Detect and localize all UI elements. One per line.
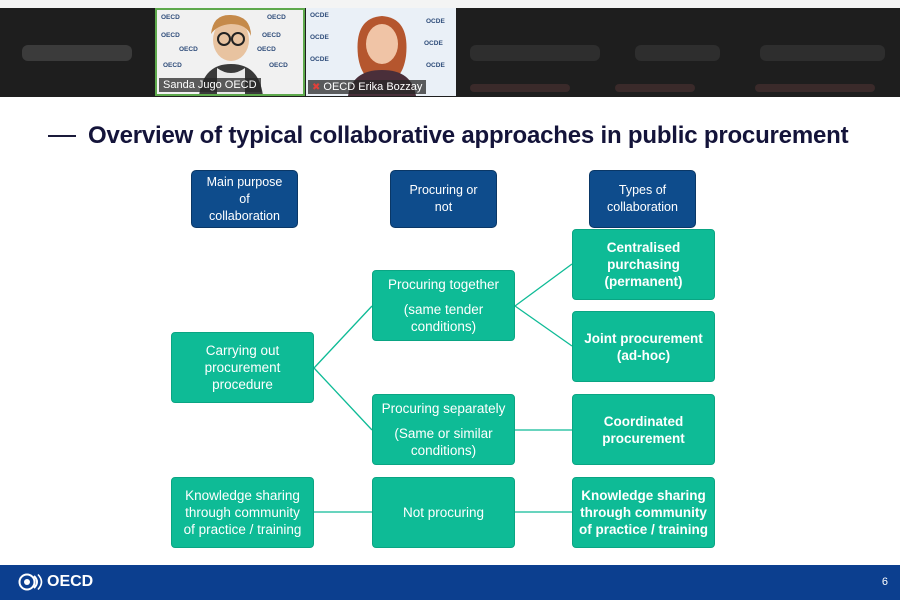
- participant-tile-2[interactable]: OCDE OCDE OCDE OCDE OCDE OCDE ✖OECD Erik…: [306, 8, 456, 96]
- node-knowledge-sharing-right: Knowledge sharing through community of p…: [572, 477, 715, 548]
- connector-line: [313, 367, 373, 431]
- node-procuring-separately: Procuring separately (Same or similar co…: [372, 394, 515, 465]
- blurred-participant: [635, 45, 720, 61]
- node-text: (same tender: [403, 302, 484, 317]
- node-text: Main purpose: [206, 174, 283, 189]
- node-text: (ad-hoc): [616, 347, 671, 363]
- node-text: procedure: [212, 377, 273, 392]
- node-coordinated-procurement: Coordinated procurement: [572, 394, 715, 465]
- node-centralised-purchasing: Centralised purchasing (permanent): [572, 229, 715, 300]
- window-edge: [0, 0, 900, 8]
- header-procuring-or-not: Procuring or not: [390, 170, 497, 228]
- watermark: OECD: [262, 32, 281, 39]
- watermark: OECD: [161, 14, 180, 21]
- node-text: of: [239, 191, 250, 206]
- node-text: Joint procurement: [584, 330, 703, 346]
- node-not-procuring: Not procuring: [372, 477, 515, 548]
- node-text: collaboration: [209, 208, 280, 223]
- blurred-participant-label: [615, 84, 695, 92]
- node-text: Procuring together: [387, 277, 500, 292]
- node-joint-procurement: Joint procurement (ad-hoc): [572, 311, 715, 382]
- node-text: through community: [580, 505, 707, 520]
- node-text: Coordinated: [603, 413, 684, 429]
- participant-name-tag: Sanda Jugo OECD: [159, 78, 261, 92]
- watermark: OECD: [257, 46, 276, 53]
- node-text: through community: [185, 505, 300, 520]
- blurred-participant-label: [470, 84, 570, 92]
- blurred-participant-label: [755, 84, 875, 92]
- header-types-of-collaboration: Types of collaboration: [589, 170, 696, 228]
- node-text: Types of: [618, 183, 667, 197]
- header-main-purpose: Main purpose of collaboration: [191, 170, 298, 228]
- node-text: of practice / training: [578, 522, 709, 537]
- watermark: OCDE: [424, 40, 443, 47]
- node-text: conditions): [410, 319, 477, 334]
- node-text: Not procuring: [402, 505, 485, 520]
- blurred-participant: [470, 45, 600, 61]
- connector-line: [514, 305, 573, 347]
- node-text: conditions): [410, 443, 477, 458]
- oecd-logo-text: OECD: [47, 573, 94, 590]
- node-procuring-together: Procuring together (same tender conditio…: [372, 270, 515, 341]
- blurred-participant: [760, 45, 885, 61]
- node-text: Procuring or: [409, 183, 478, 197]
- node-text: Carrying out: [205, 343, 280, 358]
- watermark: OECD: [179, 46, 198, 53]
- node-knowledge-sharing-left: Knowledge sharing through community of p…: [171, 477, 314, 548]
- participant-name: OECD Erika Bozzay: [323, 81, 423, 93]
- connector-line: [313, 305, 373, 369]
- watermark: OCDE: [426, 62, 445, 69]
- mic-muted-icon: ✖: [312, 82, 321, 93]
- video-strip: OECD OECD OECD OECD OECD OECD OECD OECD …: [0, 0, 900, 97]
- node-text: of practice / training: [183, 522, 302, 537]
- oecd-logo-icon: [18, 573, 43, 591]
- watermark: OECD: [163, 62, 182, 69]
- node-carrying-out-procurement: Carrying out procurement procedure: [171, 332, 314, 403]
- slide-title: Overview of typical collaborative approa…: [48, 120, 888, 152]
- oecd-logo: OECD: [18, 573, 93, 591]
- node-text: procurement: [204, 360, 281, 375]
- node-text: Knowledge sharing: [185, 488, 300, 503]
- blurred-participant: [22, 45, 132, 61]
- watermark: OECD: [267, 14, 286, 21]
- node-text: Procuring separately: [381, 401, 506, 416]
- node-text: procurement: [602, 430, 685, 446]
- node-text: Knowledge sharing: [581, 488, 706, 503]
- participant-name: Sanda Jugo OECD: [163, 79, 257, 91]
- watermark: OECD: [269, 62, 288, 69]
- title-dash: [48, 135, 76, 137]
- participant-tile-1[interactable]: OECD OECD OECD OECD OECD OECD OECD OECD …: [155, 8, 305, 96]
- watermark: OCDE: [310, 56, 329, 63]
- participant-name-tag: ✖OECD Erika Bozzay: [308, 80, 427, 94]
- watermark: OECD: [161, 32, 180, 39]
- watermark: OCDE: [310, 12, 329, 19]
- node-text: (Same or similar: [394, 426, 493, 441]
- node-text: purchasing: [607, 257, 680, 272]
- node-text: not: [434, 200, 453, 214]
- node-text: (permanent): [604, 274, 683, 289]
- page-number: 6: [881, 576, 888, 588]
- watermark: OCDE: [426, 18, 445, 25]
- watermark: OCDE: [310, 34, 329, 41]
- node-text: collaboration: [607, 200, 678, 214]
- node-text: Centralised: [606, 240, 681, 255]
- slide-footer: OECD 6: [0, 565, 900, 600]
- slide-title-text: Overview of typical collaborative approa…: [88, 122, 849, 149]
- connector-line: [514, 263, 573, 307]
